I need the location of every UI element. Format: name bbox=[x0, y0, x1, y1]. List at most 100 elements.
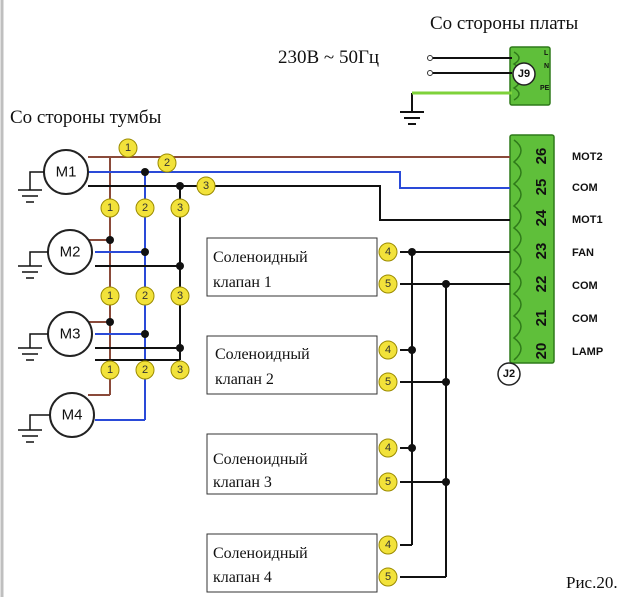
motor-earth-lead bbox=[29, 414, 50, 430]
j2-signal-mot1: MOT1 bbox=[572, 214, 603, 226]
wire-2-blue-top bbox=[88, 171, 510, 189]
solenoid-valve-4: Соленоидный клапан 4 4 5 bbox=[206, 533, 398, 593]
wire-badge-label: 4 bbox=[385, 442, 391, 454]
wire-badge-4 bbox=[378, 340, 398, 360]
j2-pin-21: 21 bbox=[533, 310, 550, 327]
j2-signal-com-1: COM bbox=[572, 182, 598, 194]
wire-badge-5 bbox=[378, 274, 398, 294]
wire-badge-2 bbox=[157, 153, 177, 173]
motor-m2: M2 bbox=[18, 229, 93, 279]
motor-label: M1 bbox=[56, 164, 77, 181]
wire-badge-label: 4 bbox=[385, 539, 391, 551]
wire-badge-1 bbox=[118, 138, 138, 158]
solenoid-valve-1: Соленоидный клапан 1 4 5 bbox=[206, 237, 398, 297]
j9-connector: L N PE J9 bbox=[509, 46, 551, 106]
wire-badge-4 bbox=[378, 242, 398, 262]
wire-badge-5 bbox=[378, 472, 398, 492]
j9-pin-pe: PE bbox=[540, 85, 550, 92]
j2-pin-26: 26 bbox=[533, 148, 550, 165]
j2-pin-20: 20 bbox=[533, 343, 550, 360]
solenoid-label-line1: Соленоидный bbox=[213, 249, 308, 266]
wire-badge-1 bbox=[100, 198, 120, 218]
j2-signal-com-3: COM bbox=[572, 313, 598, 325]
junction-dot bbox=[176, 182, 184, 190]
solenoid-label-line1: Соленоидный bbox=[215, 346, 310, 363]
j2-signal-com-2: COM bbox=[572, 280, 598, 292]
motor-m4: M4 bbox=[18, 392, 95, 443]
solenoid-box bbox=[206, 335, 378, 395]
solenoid-label-line2: клапан 3 bbox=[213, 474, 272, 491]
wire-badge-label: 5 bbox=[385, 278, 391, 290]
solenoid-label-line1: Соленоидный bbox=[213, 545, 308, 562]
junction-dot bbox=[176, 262, 184, 270]
wire-badge-3 bbox=[170, 198, 190, 218]
j2-pin-22: 22 bbox=[533, 276, 550, 293]
board-side-label: Со стороны платы bbox=[430, 13, 578, 34]
wire-badge-label: 1 bbox=[125, 142, 131, 154]
solenoid-box bbox=[206, 433, 378, 495]
wire-badge-label: 4 bbox=[385, 246, 391, 258]
j2-signal-fan: FAN bbox=[572, 247, 594, 259]
junction-dot bbox=[408, 248, 416, 256]
wire-badge-label: 1 bbox=[107, 290, 113, 302]
wire-badge-label: 2 bbox=[164, 157, 170, 169]
solenoid-label-line2: клапан 4 bbox=[213, 569, 272, 586]
wire-badge-1 bbox=[100, 360, 120, 380]
motor-m3: M3 bbox=[18, 311, 93, 361]
wire-badge-label: 3 bbox=[177, 202, 183, 214]
wire-badge-label: 4 bbox=[385, 344, 391, 356]
solenoid-box bbox=[206, 533, 378, 593]
cabinet-side-label: Со стороны тумбы bbox=[10, 107, 162, 128]
j9-pin-n: N bbox=[544, 63, 549, 70]
motor-earth-lead bbox=[29, 333, 48, 348]
supply-wires bbox=[400, 55, 512, 125]
junction-dot bbox=[141, 248, 149, 256]
junction-dot bbox=[141, 168, 149, 176]
junction-dot bbox=[106, 236, 114, 244]
wire-badge-3 bbox=[170, 360, 190, 380]
junction-dot bbox=[141, 330, 149, 338]
wire-badge-label: 5 bbox=[385, 476, 391, 488]
solenoid-label-line2: клапан 1 bbox=[213, 274, 272, 291]
motor-label: M4 bbox=[62, 407, 83, 424]
solenoid-valve-2: Соленоидный клапан 2 4 5 bbox=[206, 335, 398, 395]
supply-terminal-n bbox=[427, 70, 433, 76]
j9-tag-label: J9 bbox=[518, 68, 530, 80]
wire-badge-label: 3 bbox=[203, 180, 209, 192]
wire-badge-2 bbox=[135, 198, 155, 218]
j2-signal-mot2: MOT2 bbox=[572, 151, 603, 163]
motor-earth-lead bbox=[29, 251, 48, 266]
wire-badge-label: 3 bbox=[177, 290, 183, 302]
wire-badge-3 bbox=[170, 286, 190, 306]
wire-badge-4 bbox=[378, 535, 398, 555]
motor-earth-lead bbox=[29, 171, 44, 190]
wire-badge-label: 5 bbox=[385, 376, 391, 388]
figure-label: Рис.20. bbox=[566, 573, 618, 592]
earth-symbol-supply bbox=[400, 111, 424, 125]
junction-dot bbox=[442, 478, 450, 486]
wire-badge-5 bbox=[378, 567, 398, 587]
j2-tag bbox=[497, 362, 521, 386]
wire-badge-label: 1 bbox=[107, 364, 113, 376]
wire-badge-1 bbox=[100, 286, 120, 306]
junction-dot bbox=[176, 344, 184, 352]
j2-signal-lamp: LAMP bbox=[572, 346, 603, 358]
wire-badge-label: 2 bbox=[142, 364, 148, 376]
j2-pin-25: 25 bbox=[533, 179, 550, 196]
solenoid-valve-3: Соленоидный клапан 3 4 5 bbox=[206, 433, 398, 495]
wire-badge-2 bbox=[135, 360, 155, 380]
solenoid-label-line2: клапан 2 bbox=[215, 371, 274, 388]
junction-dot bbox=[408, 444, 416, 452]
wire-badge-5 bbox=[378, 372, 398, 392]
j9-tag bbox=[512, 62, 536, 86]
motor-label: M3 bbox=[60, 326, 81, 343]
wire-badge-3 bbox=[196, 176, 216, 196]
j2-pin-24: 24 bbox=[533, 209, 550, 226]
motor-m1: M1 bbox=[18, 149, 89, 203]
j2-screw-shapes bbox=[512, 139, 522, 361]
j2-connector: 26 25 24 23 22 21 20 MOT2 COM MOT1 FAN C… bbox=[497, 134, 603, 386]
j2-tag-label: J2 bbox=[503, 368, 515, 380]
motor-wire-badges: 1 2 3 1 2 3 1 2 3 1 2 3 bbox=[100, 138, 216, 380]
solenoid-wires bbox=[400, 248, 510, 578]
